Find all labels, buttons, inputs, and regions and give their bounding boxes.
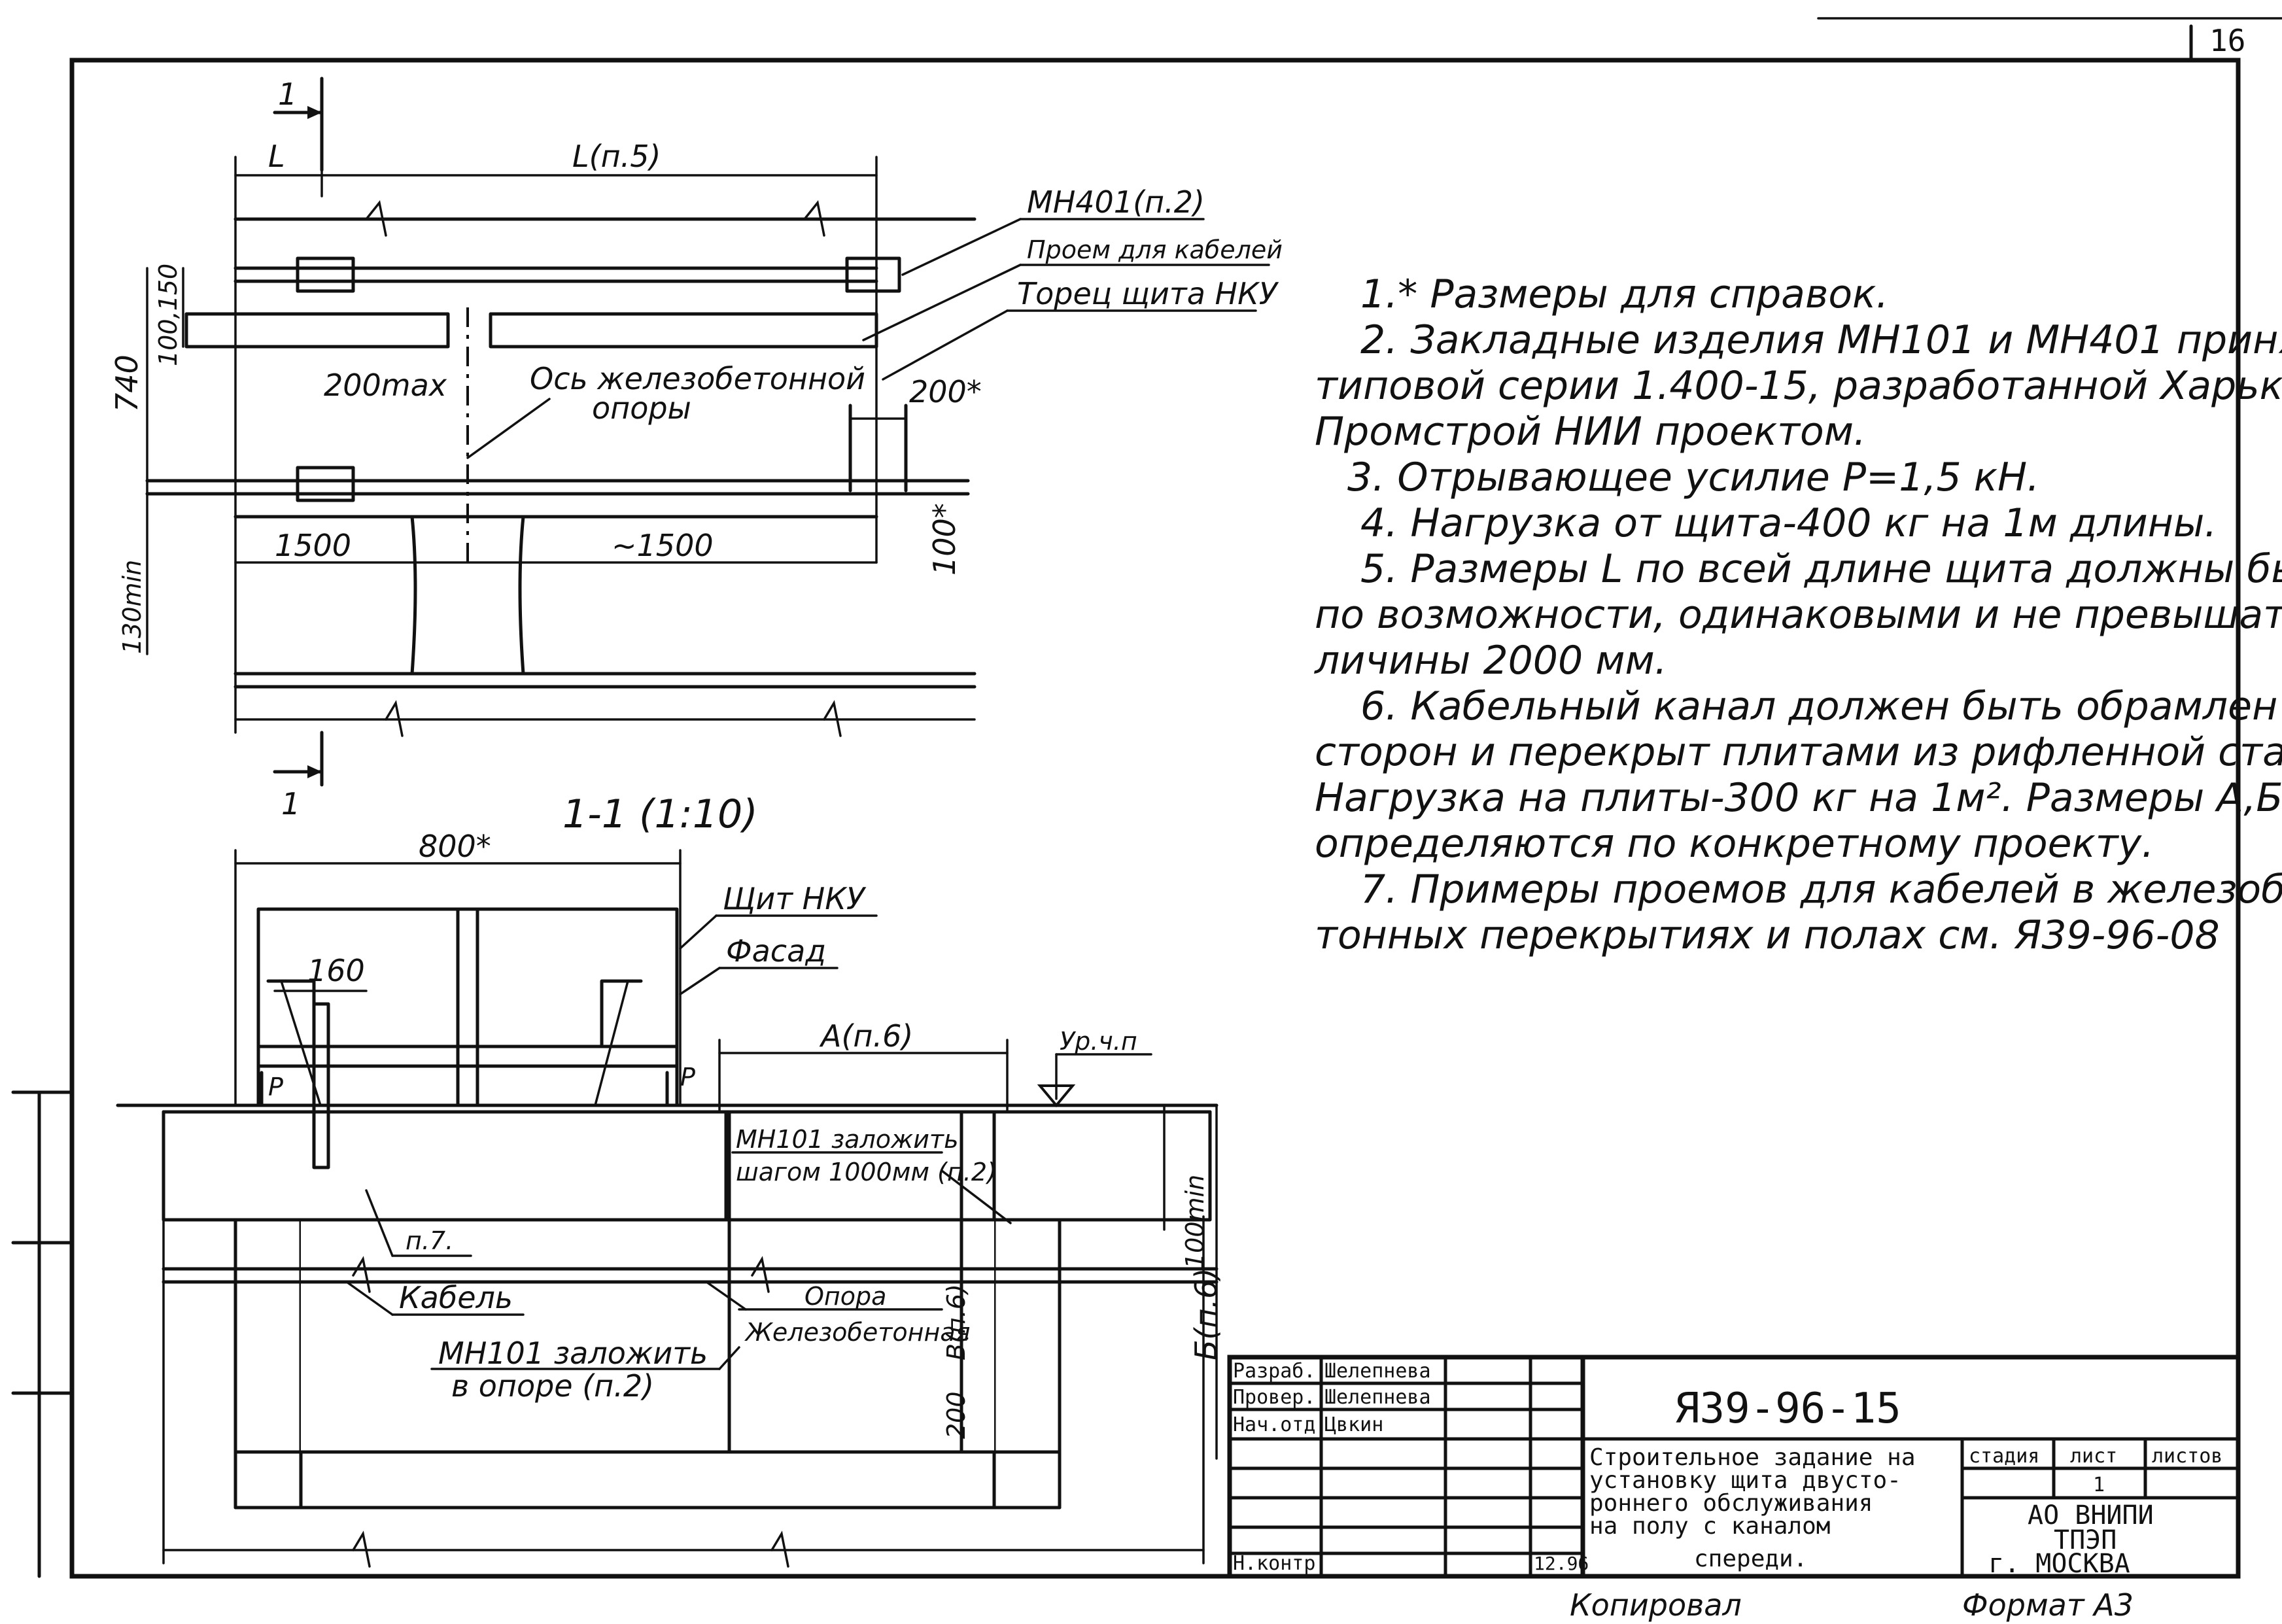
tb-name: Шелепнева bbox=[1324, 1386, 1431, 1409]
tb-role: Н.контр. bbox=[1233, 1552, 1328, 1575]
sheet-number: 16 bbox=[2209, 23, 2245, 58]
note-line: 6. Кабельный канал должен быть обрамлен … bbox=[1360, 683, 2282, 729]
channel-wall-left bbox=[233, 1218, 303, 1510]
load-p-left: P bbox=[268, 1073, 283, 1101]
tb-date: 12.96 bbox=[1534, 1553, 1589, 1574]
tb-col-sheets: листов bbox=[2152, 1445, 2222, 1468]
section-mark-top: 1 bbox=[278, 77, 297, 112]
label-opening: Проем для кабелей bbox=[1027, 235, 1283, 264]
cable-opening bbox=[184, 312, 450, 349]
dim-b-main: Б(п.6) bbox=[1188, 1268, 1224, 1360]
plan-view: 1 L L(п.5) bbox=[109, 77, 1283, 821]
dim-100-star: 100* bbox=[927, 503, 962, 576]
tb-col-sheet: лист bbox=[2070, 1445, 2117, 1468]
embedded-part-mn401 bbox=[845, 256, 901, 293]
label-support-2: Железобетонная bbox=[744, 1318, 970, 1347]
note-line: Промстрой НИИ проектом. bbox=[1315, 409, 1866, 455]
tb-org-1: АО ВНИПИ bbox=[2028, 1500, 2154, 1530]
cable-opening bbox=[489, 312, 878, 349]
tb-role: Нач.отд. bbox=[1233, 1413, 1328, 1436]
note-line: 2. Закладные изделия МН101 и МН401 приня… bbox=[1360, 317, 2282, 363]
tb-title-line: роннего обслуживания bbox=[1589, 1490, 1873, 1517]
dim-740: 740 bbox=[109, 354, 145, 412]
dim-200: 200 bbox=[942, 1391, 971, 1439]
label-facade: Фасад bbox=[726, 933, 826, 969]
load-p-right: P bbox=[680, 1063, 695, 1092]
dim-l-main: L(п.5) bbox=[572, 139, 661, 174]
label-axis-1: Ось железобетонной bbox=[530, 361, 865, 396]
dim-100min: 100min bbox=[1181, 1175, 1209, 1269]
label-support-1: Опора bbox=[804, 1282, 886, 1311]
note-line: сторон и перекрыт плитами из рифленной с… bbox=[1315, 729, 2282, 775]
tb-title-line: Строительное задание на bbox=[1589, 1444, 1916, 1471]
tb-name: Шелепнева bbox=[1324, 1360, 1431, 1383]
tb-org-2: ТПЭП bbox=[2054, 1525, 2117, 1555]
dim-l: L bbox=[268, 139, 285, 174]
dim-b: B(п.6) bbox=[942, 1284, 971, 1360]
label-mn101-line2: шагом 1000мм (п.2) bbox=[736, 1158, 997, 1186]
label-mn101-support-2: в опоре (п.2) bbox=[451, 1368, 654, 1404]
note-line: 3. Отрывающее усилие P=1,5 кН. bbox=[1347, 455, 2039, 500]
panel-frame bbox=[256, 907, 679, 1107]
dim-200-star: 200* bbox=[909, 374, 982, 409]
floor-slab-left bbox=[162, 1110, 728, 1222]
label-panel: Щит НКУ bbox=[723, 881, 867, 916]
label-end: Торец щита НКУ bbox=[1017, 276, 1279, 311]
label-level: Ур.ч.п bbox=[1060, 1027, 1137, 1056]
note-line: 7. Примеры проемов для кабелей в железоб… bbox=[1360, 867, 2282, 912]
channel-wall-right bbox=[992, 1218, 1062, 1510]
sheet-frame bbox=[11, 17, 2282, 1579]
dim-a: A(п.6) bbox=[819, 1018, 913, 1054]
tb-drawing-code: Я39-96-15 bbox=[1674, 1385, 1901, 1433]
dim-160: 160 bbox=[307, 953, 365, 988]
label-p7: п.7. bbox=[406, 1226, 453, 1255]
label-mn101-support-1: МН101 заложить bbox=[438, 1336, 708, 1371]
general-notes: 1.* Размеры для справок. 2. Закладные из… bbox=[1314, 271, 2282, 958]
note-line: 1.* Размеры для справок. bbox=[1360, 271, 1888, 317]
title-block: Разраб. Шелепнева Провер. Шелепнева Нач.… bbox=[1227, 1355, 2241, 1579]
embedded-part-mn401 bbox=[296, 256, 355, 293]
note-line: типовой серии 1.400-15, разработанной Ха… bbox=[1315, 363, 2282, 409]
tb-title-line: спереди. bbox=[1694, 1546, 1807, 1572]
section-title: 1-1 (1:10) bbox=[562, 791, 758, 837]
channel-bottom bbox=[233, 1450, 1062, 1510]
anchor-bolt bbox=[312, 1002, 330, 1169]
dim-200max: 200max bbox=[324, 368, 447, 403]
note-line: определяются по конкретному проекту. bbox=[1315, 821, 2154, 867]
dim-1500-left: 1500 bbox=[275, 528, 351, 563]
dim-800: 800* bbox=[419, 829, 491, 864]
embedded-part-mn401 bbox=[296, 466, 355, 502]
tb-role: Провер. bbox=[1233, 1386, 1315, 1409]
tb-role: Разраб. bbox=[1233, 1360, 1315, 1383]
note-line: 5. Размеры L по всей длине щита должны б… bbox=[1360, 546, 2282, 592]
tb-title-line: на полу с каналом bbox=[1589, 1513, 1830, 1540]
tb-title-line: установку щита двусто- bbox=[1589, 1467, 1901, 1494]
note-line: по возможности, одинаковыми и не превыша… bbox=[1315, 592, 2282, 638]
copied-by: Копировал bbox=[1570, 1587, 1742, 1623]
section-mark-bottom: 1 bbox=[281, 786, 300, 821]
dim-100-150: 100,150 bbox=[154, 264, 182, 366]
tb-col-stage: стадия bbox=[1969, 1445, 2039, 1468]
label-axis-2: опоры bbox=[592, 390, 691, 426]
support-outline bbox=[410, 515, 525, 676]
tb-org-3: г. МОСКВА bbox=[1988, 1549, 2130, 1579]
floor-slab-right bbox=[992, 1110, 1212, 1222]
tb-sheet-no: 1 bbox=[2093, 1474, 2105, 1496]
note-line: личины 2000 мм. bbox=[1314, 638, 1667, 683]
sheet-format: Формат А3 bbox=[1962, 1587, 2134, 1623]
dim-1500-right: ~1500 bbox=[612, 528, 714, 563]
tb-name: Цвкин bbox=[1324, 1413, 1383, 1436]
note-line: тонных перекрытиях и полах см. Я39-96-08 bbox=[1315, 912, 2220, 958]
dim-130min: 130min bbox=[118, 560, 147, 654]
label-cable: Кабель bbox=[399, 1280, 513, 1315]
note-line: Нагрузка на плиты-300 кг на 1м². Размеры… bbox=[1315, 775, 2282, 821]
section-view: 1-1 (1:10) 800* 160 P P Щит НКУ Фасад bbox=[116, 791, 1224, 1568]
label-mn401: МН401(п.2) bbox=[1027, 184, 1205, 220]
note-line: 4. Нагрузка от щита-400 кг на 1м длины. bbox=[1360, 500, 2217, 546]
label-mn101-line1: МН101 заложить bbox=[736, 1125, 958, 1154]
